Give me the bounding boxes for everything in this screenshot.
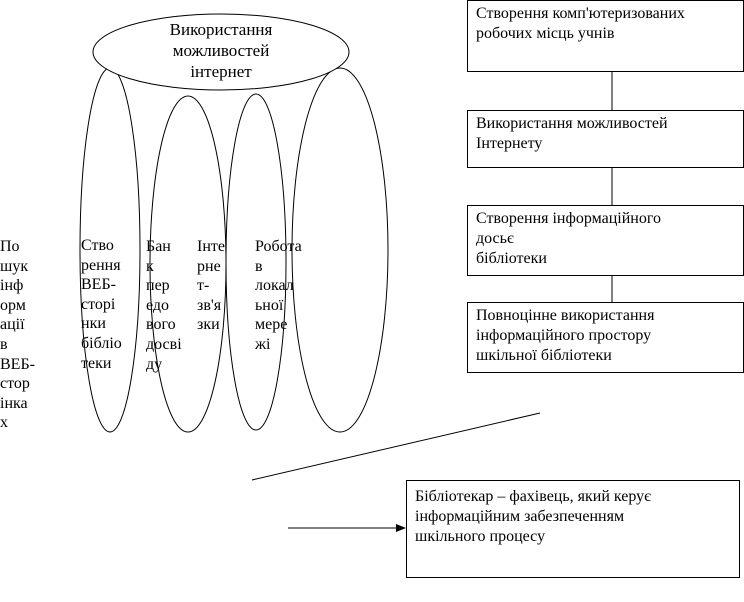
box-information-space: Повноцінне використання інформаційного п… [467, 302, 744, 373]
box-internet-usage: Використання можливостей Інтернету [467, 110, 744, 168]
arrow-head [396, 524, 406, 532]
column-label-local-network: Робота в локал ьної мере жі [255, 238, 302, 353]
box-librarian: Бібліотекар – фахівець, який керує інфор… [406, 480, 740, 578]
column-ellipse-3 [225, 93, 287, 431]
column-label-search: По шук інф орм ації в ВЕБ- стор інка х [0, 238, 35, 432]
column-ellipse-4 [291, 67, 389, 433]
top-ellipse [92, 13, 350, 91]
column-label-experience-bank: Бан к пер едо вого досві ду [146, 238, 182, 373]
box-information-dossier: Створення інформаційного досьє бібліотек… [467, 205, 744, 276]
column-label-internet-links: Інте рне т- зв'я зки [197, 238, 225, 334]
top-ellipse-label: Використання можливостей інтернет [169, 20, 273, 81]
diagonal-line [251, 412, 541, 481]
column-label-webpage: Ство рення ВЕБ- сторі нки бібліо теки [81, 237, 122, 372]
box-computerized-workplaces: Створення комп'ютеризованих робочих місц… [467, 0, 744, 72]
